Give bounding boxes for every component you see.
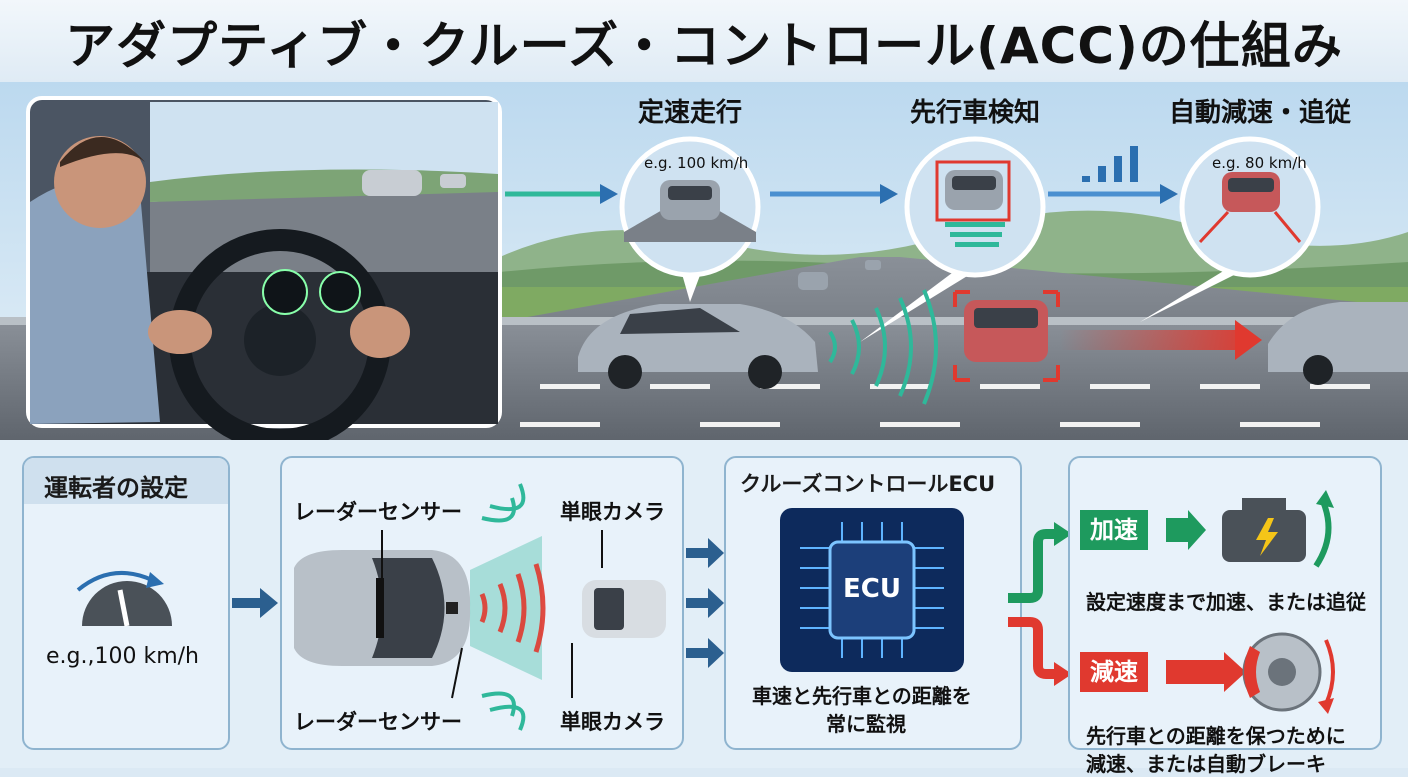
- decel-beam: [1060, 330, 1240, 350]
- ecu-chip-icon: [780, 508, 964, 672]
- ecu-desc-line2: 常に監視: [826, 712, 906, 736]
- accel-desc: 設定速度まで加速、または追従: [1086, 590, 1366, 614]
- stage-1-label: 定速走行: [637, 98, 742, 128]
- stage-flow-arrows: [505, 184, 1178, 204]
- highway-illustration: [0, 82, 1408, 440]
- radar-waves: [828, 289, 938, 405]
- lead-car: [953, 290, 1060, 382]
- radar-sensor-label-top: レーダーセンサー: [294, 500, 462, 524]
- radar-sensor-label-bottom: レーダーセンサー: [294, 710, 462, 734]
- speedometer-icon: [76, 570, 172, 627]
- stage-1-zoom: [619, 136, 761, 302]
- decel-desc-line1: 先行車との距離を保つために: [1086, 724, 1346, 748]
- decel-desc-line2: 減速、または自動ブレーキ: [1086, 752, 1326, 776]
- stage-3-speed: e.g. 80 km/h: [1212, 154, 1307, 172]
- title-band: [0, 0, 1408, 82]
- brake-disc-icon: [1242, 632, 1335, 714]
- actions-box: 加速 設定速度まで加速、または追従 減速 先行車との距離を保つために 減速、また…: [1068, 456, 1382, 776]
- ecu-chip-label: ECU: [843, 574, 901, 604]
- ecu-desc-line1: 車速と先行車との距離を: [752, 684, 972, 708]
- engine-icon: [1222, 490, 1334, 568]
- camera-label-bottom: 単眼カメラ: [560, 710, 665, 734]
- decel-arrow-icon: [1166, 652, 1246, 692]
- accel-arrow-icon: [1166, 510, 1206, 550]
- ecu-title: クルーズコントロールECU: [740, 472, 996, 496]
- ecu-box: クルーズコントロールECU ECU 車速と先行車との距離を 常に監視: [724, 456, 1022, 750]
- page-title: アダプティブ・クルーズ・コントロール(ACC)の仕組み: [65, 17, 1343, 75]
- accel-tag: 加速: [1080, 510, 1148, 550]
- driver-setting-box: 運転者の設定 e.g.,100 km/h: [22, 456, 230, 750]
- decel-tag: 減速: [1080, 652, 1148, 692]
- arrow-to-sensors: [232, 588, 278, 618]
- driver-set-speed: e.g.,100 km/h: [46, 644, 199, 669]
- stage-2-label: 先行車検知: [909, 98, 1040, 128]
- sensors-box: レーダーセンサー 単眼カメラ レーダーセンサー 単眼カメラ: [280, 456, 684, 750]
- stage-3-label: 自動減速・追従: [1168, 98, 1351, 128]
- lane-markings: [520, 384, 1370, 427]
- signal-bars-icon: [1082, 146, 1138, 182]
- system-diagram: 運転者の設定 e.g.,100 km/h: [0, 440, 1408, 776]
- camera-label-top: 単眼カメラ: [560, 500, 665, 524]
- driver-setting-title: 運転者の設定: [44, 474, 188, 502]
- driver-cockpit-image: [26, 96, 502, 440]
- arrows-to-ecu: [686, 538, 724, 668]
- stage-1-speed: e.g. 100 km/h: [644, 154, 749, 172]
- branch-arrows: [1008, 522, 1072, 686]
- sensor-car-illustration: [294, 483, 666, 731]
- ego-car: [578, 304, 818, 389]
- front-car: [1268, 302, 1408, 385]
- stage-3-zoom: [1140, 136, 1321, 322]
- highway-scene: 定速走行 e.g. 100 km/h 先行車検知 自動減速・追従 e.g. 80…: [0, 82, 1408, 440]
- stage-2-zoom: [860, 136, 1046, 342]
